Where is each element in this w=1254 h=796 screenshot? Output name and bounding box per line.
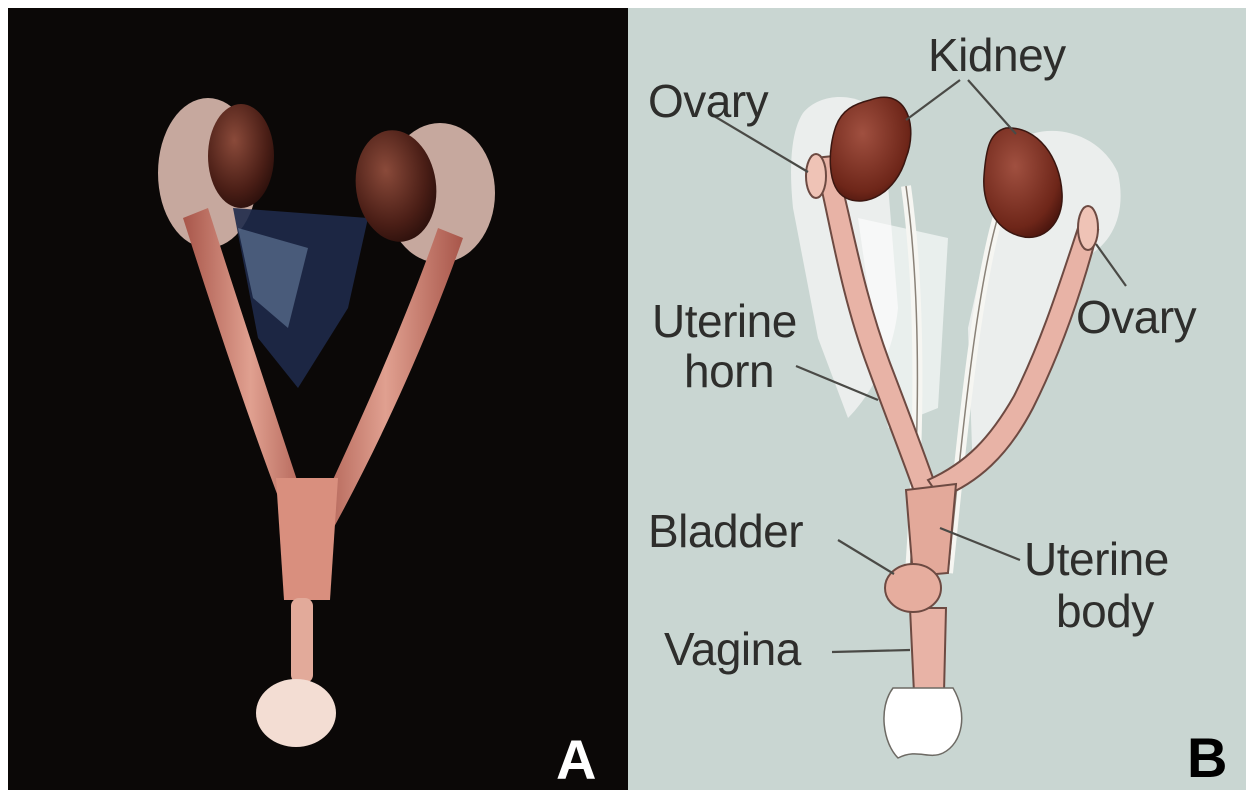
panel-label-b: B <box>1187 730 1227 786</box>
uterine-body <box>276 478 338 600</box>
label-uterine-body-line1: Uterine <box>1024 536 1169 582</box>
label-ovary-left: Ovary <box>648 78 768 124</box>
ovary-left <box>806 154 826 198</box>
leader-bladder <box>838 540 894 574</box>
ovary-right <box>1078 206 1098 250</box>
panel-a-photograph: A <box>8 8 628 790</box>
external-tissue <box>884 688 962 758</box>
label-uterine-body-line2: body <box>1056 588 1154 634</box>
label-kidney: Kidney <box>928 32 1066 78</box>
vagina <box>910 608 946 693</box>
panel-b-illustration: Kidney Ovary Ovary Uterine horn Bladder … <box>628 8 1246 790</box>
uterine-body <box>906 484 956 576</box>
label-vagina: Vagina <box>664 626 801 672</box>
external-tissue <box>256 679 336 747</box>
kidney-left <box>208 104 274 208</box>
leader-kidney-left <box>906 80 960 120</box>
vagina <box>291 598 313 683</box>
leader-vagina <box>832 650 910 652</box>
leader-kidney-right <box>968 80 1016 134</box>
label-bladder: Bladder <box>648 508 803 554</box>
label-ovary-right: Ovary <box>1076 294 1196 340</box>
specimen-photo <box>8 8 628 790</box>
label-uterine-horn-line2: horn <box>684 348 774 394</box>
label-uterine-horn-line1: Uterine <box>652 298 797 344</box>
leader-ovary-right <box>1096 244 1126 286</box>
panel-label-a: A <box>556 732 596 788</box>
bladder <box>885 564 941 612</box>
